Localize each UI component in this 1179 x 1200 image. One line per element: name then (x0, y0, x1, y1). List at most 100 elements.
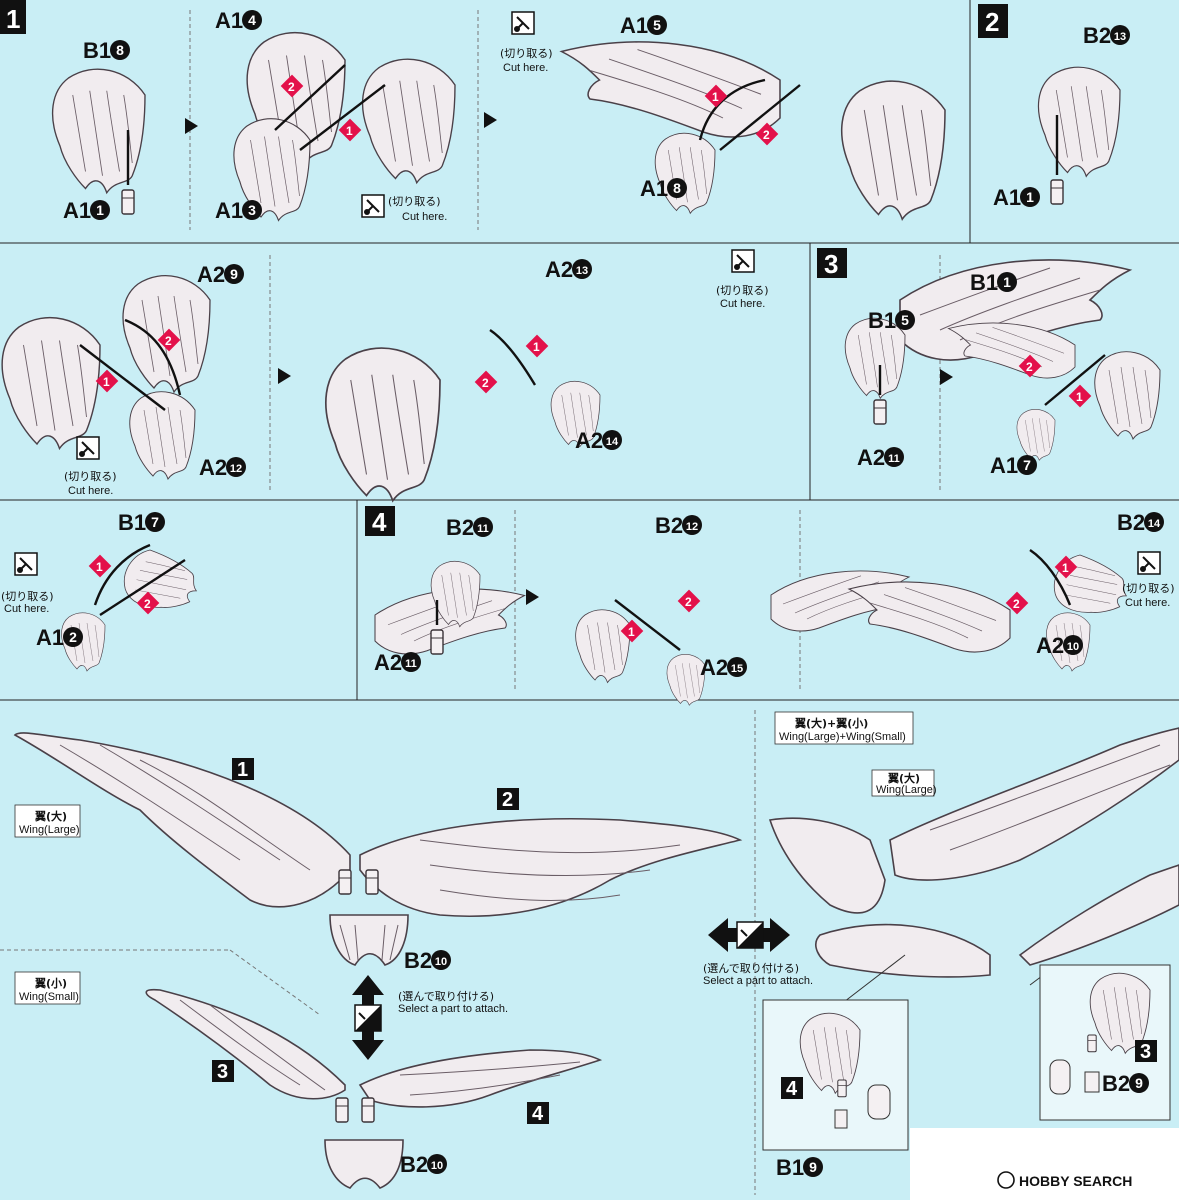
wing-small-right (358, 1049, 603, 1108)
wing-small-label: 翼(小) Wing(Small) (14, 971, 81, 1005)
peg-part (873, 399, 887, 425)
section-2-label: 2 (502, 789, 513, 811)
part-number: 11 (405, 658, 417, 670)
section-4-detail-box: 4 (781, 1077, 803, 1100)
part-number: 7 (151, 514, 159, 530)
part-number-badge (647, 15, 667, 35)
part-number: 1 (96, 202, 104, 218)
part-ref: B2 (1117, 510, 1145, 535)
svg-text:翼(大)+翼(小): 翼(大)+翼(小) (794, 716, 868, 730)
part-number-badge (473, 517, 493, 537)
part-ref: B2 (1083, 23, 1111, 48)
svg-text:Wing(Large): Wing(Large) (876, 784, 937, 796)
svg-text:Cut here.: Cut here. (402, 211, 447, 223)
section-3-box: 3 (212, 1060, 234, 1083)
part-number-badge (242, 200, 262, 220)
watermark: HOBBY SEARCH (997, 1171, 1132, 1189)
section-2-box: 2 (497, 788, 519, 811)
assembly-arrow (614, 599, 681, 651)
svg-text:(切り取る): (切り取る) (1122, 582, 1175, 595)
order-badge-2: 2 (1018, 354, 1042, 378)
cut-note: (切り取る) Cut here. (716, 284, 769, 310)
wing-part-b1-1 (948, 322, 1076, 379)
part-ref: B1 (83, 38, 111, 63)
part-number: 10 (1067, 641, 1079, 653)
wing-part-b2-14-main (848, 581, 1011, 653)
step-2-box: 2 (978, 4, 1008, 38)
wing-large-label-right: 翼(大) Wing(Large) (871, 769, 937, 797)
part-number-badge (431, 950, 451, 970)
pegs-large (338, 869, 379, 895)
svg-text:2: 2 (288, 80, 295, 94)
wing-part-b2-10-small (324, 1139, 404, 1189)
section-3-detail-label: 3 (1140, 1041, 1151, 1063)
assembly-arrow (489, 329, 537, 386)
part-number: 5 (653, 17, 661, 33)
svg-text:Cut here.: Cut here. (503, 62, 548, 74)
wing-part-b2-12-lower (575, 609, 631, 683)
flow-arrow-icon (185, 118, 198, 134)
order-badge-1: 1 (525, 334, 549, 358)
section-3-detail-box: 3 (1135, 1040, 1157, 1063)
select-leftright-arrow (708, 918, 790, 952)
peg-part (430, 629, 444, 655)
svg-text:(選んで取り付ける): (選んで取り付ける) (703, 962, 799, 975)
svg-text:2: 2 (482, 376, 489, 390)
svg-text:Select a part to attach.: Select a part to attach. (398, 1003, 508, 1015)
svg-text:Wing(Large): Wing(Large) (19, 824, 80, 836)
assembly-arrow (1044, 354, 1106, 406)
svg-text:翼(大): 翼(大) (887, 771, 920, 785)
wing-large-right (359, 817, 743, 918)
step-1-box: 1 (0, 0, 26, 34)
wing-part-assembly-lower (325, 347, 441, 502)
part-number: 9 (1135, 1075, 1143, 1091)
svg-text:2: 2 (763, 128, 770, 142)
cut-note: (切り取る) Cut here. (64, 470, 117, 497)
part-number: 1 (1026, 189, 1034, 205)
order-badge-2: 2 (677, 589, 701, 613)
part-number: 14 (1148, 518, 1161, 530)
svg-text:Cut here.: Cut here. (68, 485, 113, 497)
pegs-small (335, 1097, 375, 1123)
cut-note: (切り取る) Cut here. (1122, 582, 1175, 609)
order-badge-1: 1 (95, 369, 119, 393)
part-number-badge (110, 40, 130, 60)
order-badge-1: 1 (1068, 384, 1092, 408)
part-ref: B2 (404, 948, 432, 973)
step-2-label: 2 (985, 7, 999, 37)
part-ref: A2 (374, 650, 402, 675)
wing-large-left (13, 732, 351, 908)
part-number-badge (242, 10, 262, 30)
part-ref: A1 (215, 198, 243, 223)
assembly-arrow (719, 84, 801, 151)
assembly-arrow (1029, 549, 1072, 606)
part-ref: A2 (700, 655, 728, 680)
section-4-box: 4 (527, 1102, 549, 1125)
svg-text:2: 2 (165, 334, 172, 348)
section-3-label: 3 (217, 1061, 228, 1083)
section-4-label: 4 (532, 1103, 544, 1125)
cut-icon (1137, 551, 1161, 575)
wing-part-a1-7-upper (1094, 351, 1161, 440)
part-ref: B2 (400, 1152, 428, 1177)
svg-text:Select a part to attach.: Select a part to attach. (703, 975, 813, 987)
svg-text:1: 1 (96, 560, 103, 574)
assembly-arrow (79, 344, 166, 411)
svg-text:2: 2 (1013, 597, 1020, 611)
part-number-badge (803, 1157, 823, 1177)
svg-text:1: 1 (346, 124, 353, 138)
wing-small-left (145, 988, 346, 1100)
detail-box-4 (762, 954, 909, 1151)
